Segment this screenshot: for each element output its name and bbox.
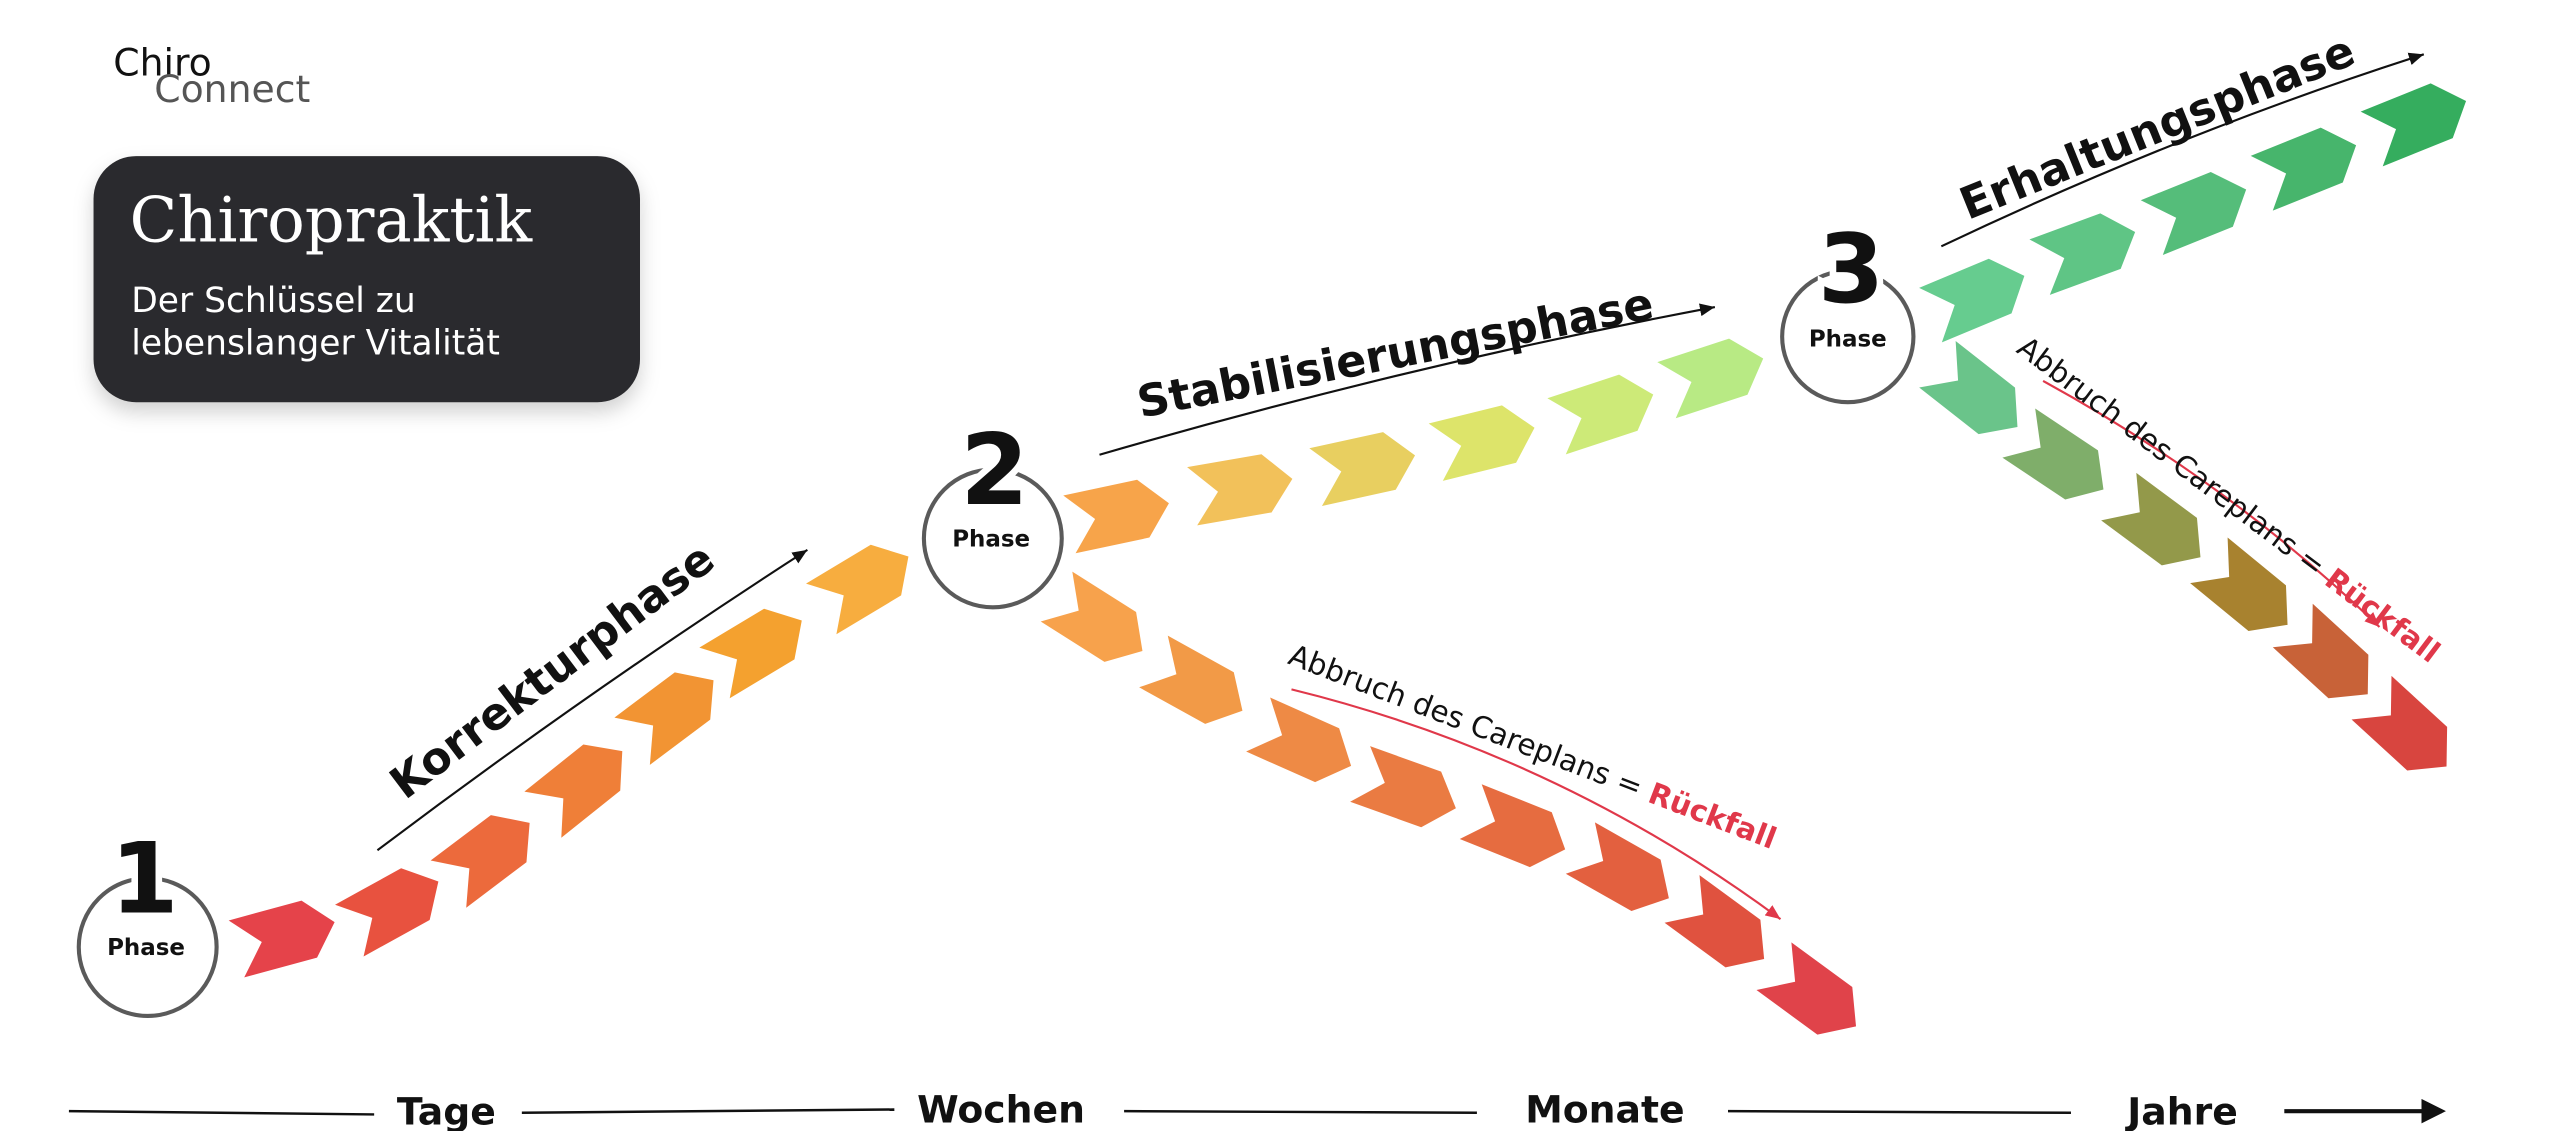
relapse-arrow-3 — [2042, 379, 2381, 628]
chevron-path-relapse-3 — [1919, 341, 2448, 771]
chevron-arrow — [2029, 213, 2136, 295]
timeline-segment — [521, 1108, 895, 1115]
stabilisierung-arrow — [1099, 303, 1716, 456]
phase-2-marker: 2 Phase — [921, 407, 1064, 610]
title-card-subtitle-line2: lebenslanger Vitalität — [131, 324, 500, 364]
phase-3-label: Phase — [1809, 326, 1887, 352]
title-card-title: Chiropraktik — [130, 183, 534, 256]
chevron-arrow — [1919, 341, 2018, 435]
timeline-segment — [68, 1109, 375, 1116]
chevron-path-relapse-2 — [1040, 571, 1857, 1035]
timeline-label-tage: Tage — [397, 1089, 496, 1131]
chevron-arrow — [2272, 603, 2369, 699]
phase-2-number: 2 — [960, 414, 1029, 528]
chevron-arrow — [1919, 258, 2025, 343]
timeline-segment — [1727, 1109, 2071, 1115]
timeline-label-jahre: Jahre — [2124, 1089, 2238, 1131]
phase-1-number: 1 — [110, 823, 179, 937]
chevron-arrow — [1428, 405, 1535, 481]
chevron-arrow — [228, 900, 335, 978]
chevron-arrow — [430, 815, 530, 908]
chevron-arrow — [699, 608, 802, 699]
chevron-arrow — [806, 544, 909, 635]
chevron-arrow — [1187, 454, 1293, 526]
chevron-arrow — [2360, 83, 2467, 167]
chevron-arrow — [2101, 472, 2201, 566]
label-korrekturphase: Korrekturphase — [381, 533, 724, 809]
phase-3-number: 3 — [1818, 215, 1884, 325]
korrektur-arrow — [376, 549, 808, 852]
title-card-subtitle-line1: Der Schlüssel zu — [131, 281, 415, 321]
logo-text-connect: Connect — [154, 67, 310, 111]
chevron-arrow — [1063, 479, 1169, 554]
phase-2-circle — [921, 467, 1064, 610]
chevron-arrow — [2140, 171, 2247, 255]
chevron-path-korrektur — [228, 544, 909, 978]
chevron-arrow — [2351, 675, 2448, 771]
phase-1-circle — [76, 876, 219, 1019]
relapse-arrow-2 — [1291, 688, 1782, 920]
chevron-arrow — [524, 744, 623, 838]
relapse-label-3: Abbruch des Careplans = Rückfall — [2011, 330, 2446, 670]
logo-text-chiro: Chiro — [113, 41, 212, 85]
phase-1-marker: 1 Phase — [76, 816, 219, 1019]
chevron-arrow — [1139, 635, 1243, 724]
timeline-segment — [1124, 1109, 1477, 1115]
chevron-arrow — [614, 672, 714, 765]
chevron-path-stabilisierung — [1063, 338, 1764, 554]
chevron-arrow — [1246, 697, 1352, 783]
chevron-arrow — [335, 868, 439, 957]
chevron-arrow — [2250, 127, 2357, 211]
chevron-arrow — [1664, 875, 1765, 968]
timeline-label-wochen: Wochen — [917, 1088, 1085, 1131]
title-card: Chiropraktik Der Schlüssel zu lebenslang… — [93, 156, 641, 403]
chevron-arrow — [1657, 338, 1764, 419]
chevron-arrow — [2002, 408, 2104, 500]
phase-3-marker: 3 Phase — [1780, 209, 1916, 405]
chevron-arrow — [1459, 784, 1566, 868]
chevron-arrow — [1309, 432, 1416, 506]
chevron-path-erhaltung — [1919, 83, 2467, 343]
relapse-text-2: Abbruch des Careplans = — [1284, 638, 1656, 808]
erhaltung-arrow — [1940, 52, 2425, 248]
chevron-arrow — [1350, 746, 1456, 828]
chevron-arrow — [1547, 374, 1654, 455]
timeline-label-monate: Monate — [1525, 1088, 1684, 1131]
phase-3-circle — [1780, 268, 1916, 405]
phase-1-label: Phase — [107, 935, 185, 961]
timeline: Tage Wochen Monate Jahre — [68, 1088, 2446, 1131]
chiroconnect-logo: Chiro Connect — [113, 41, 310, 111]
title-card-background — [93, 156, 641, 403]
relapse-emphasis-2: Rückfall — [1644, 776, 1781, 856]
phase-2-label: Phase — [952, 527, 1030, 553]
chevron-arrow — [1565, 822, 1669, 912]
chevron-arrow — [2190, 537, 2288, 632]
chevron-arrow — [1040, 571, 1143, 662]
chevron-arrow — [1756, 942, 1857, 1035]
